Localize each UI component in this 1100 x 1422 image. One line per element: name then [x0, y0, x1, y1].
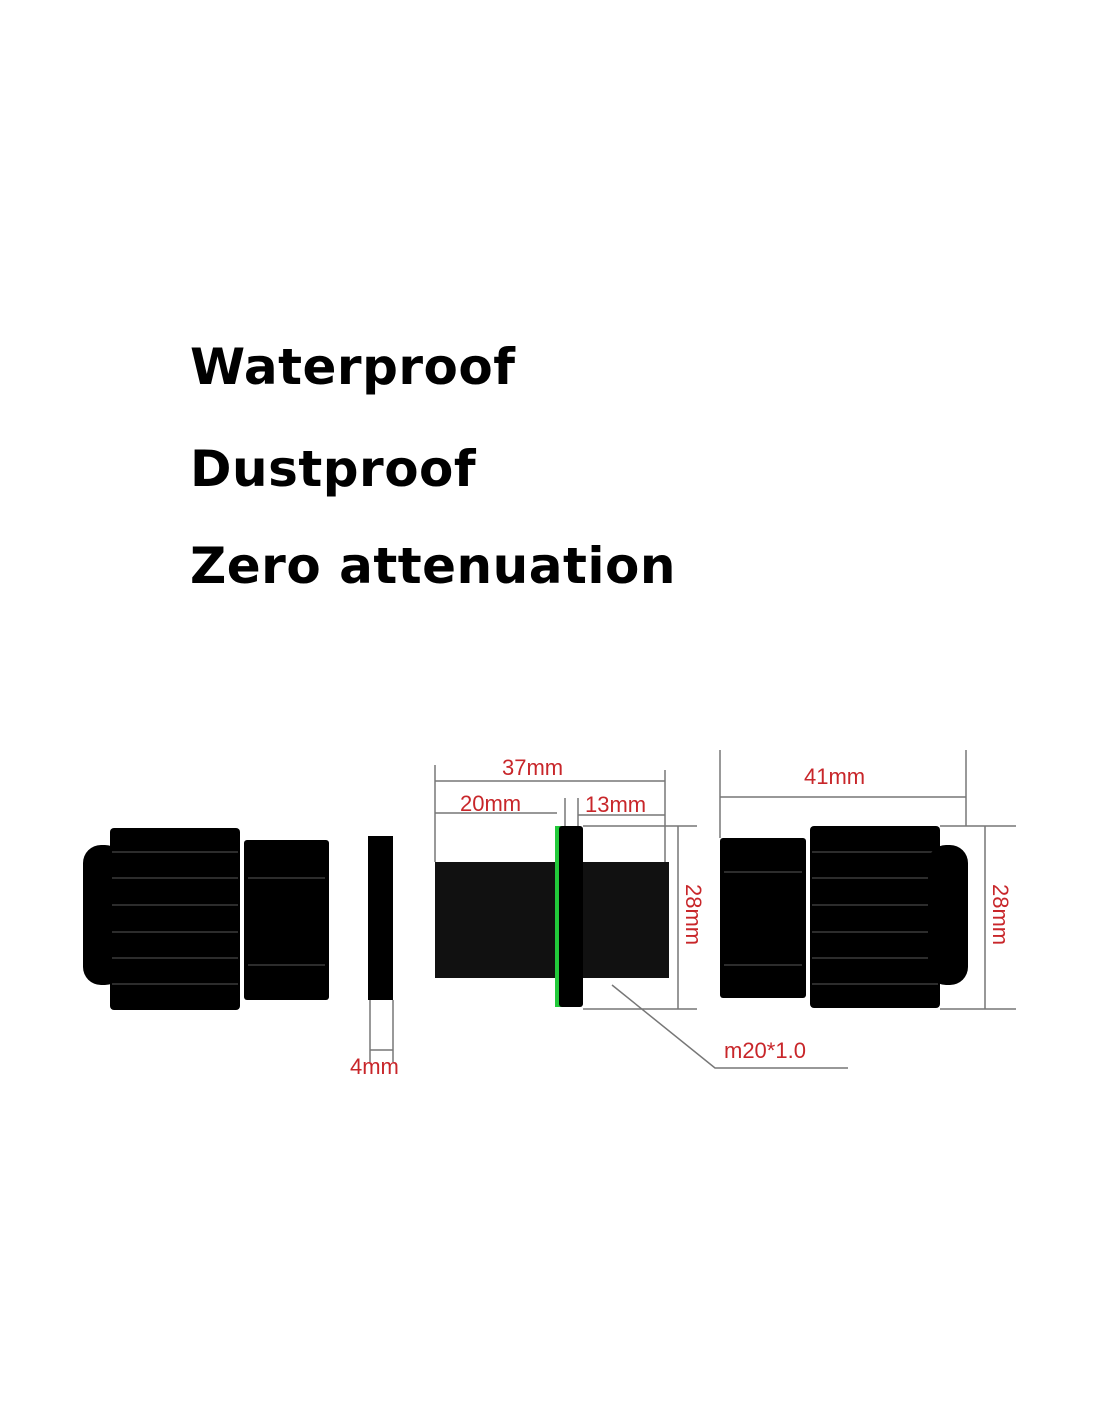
washer-thickness-label: 4mm: [350, 1054, 399, 1079]
cap-dimensions: 41mm 28mm: [719, 750, 1016, 1010]
cap-height-label: 28mm: [988, 884, 1013, 945]
feature-dustproof: Dustproof: [190, 440, 477, 498]
flange-height-label: 28mm: [681, 884, 706, 945]
feature-zero-attenuation: Zero attenuation: [190, 537, 676, 595]
threaded-body: [435, 826, 669, 1007]
washer: 4mm: [350, 836, 399, 1079]
thread-short-label: 13mm: [585, 792, 646, 817]
left-cable-gland: [83, 828, 329, 1010]
thread-spec-label: m20*1.0: [724, 1038, 806, 1063]
thread-long-label: 20mm: [460, 791, 521, 816]
right-cable-gland: [720, 826, 968, 1008]
feature-waterproof: Waterproof: [190, 338, 516, 396]
body-dimensions: 37mm 20mm 13mm 28mm m20*1.0: [434, 755, 848, 1069]
body-length-label: 37mm: [502, 755, 563, 780]
cap-length-label: 41mm: [804, 764, 865, 789]
